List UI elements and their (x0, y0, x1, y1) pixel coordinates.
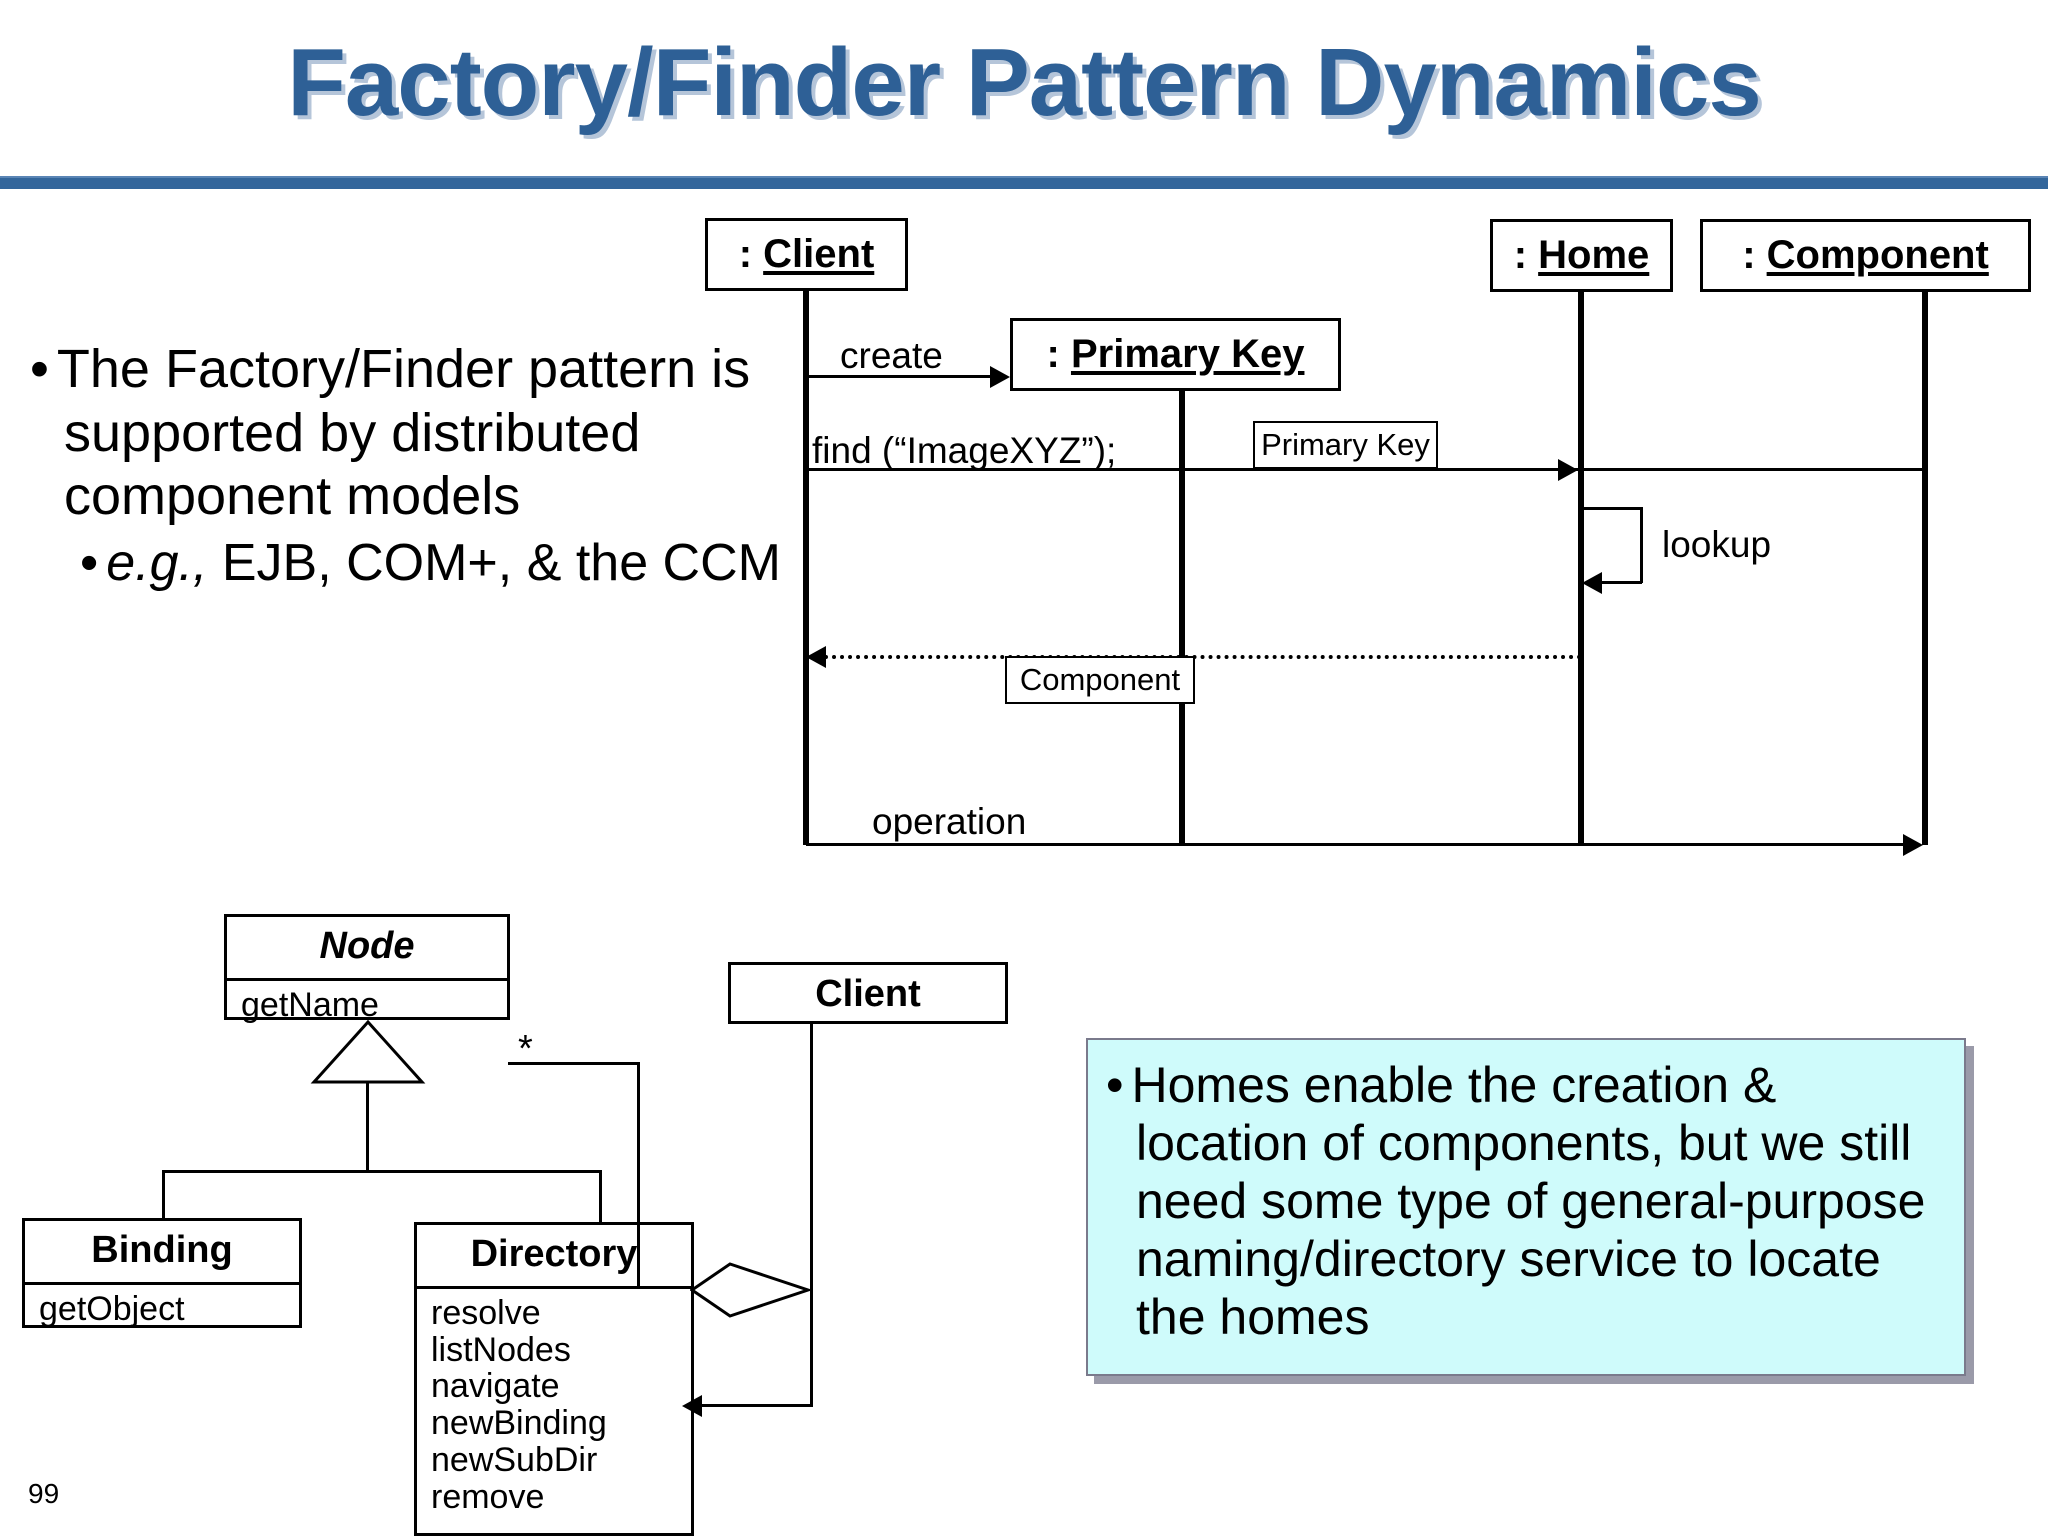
page-number: 99 (28, 1478, 60, 1509)
seq-message-operation-label: operation (872, 801, 1027, 842)
seq-message-create-arrowhead (990, 366, 1010, 388)
seq-return-component-box: Component (1005, 656, 1195, 704)
class-node-title: Node (319, 925, 415, 967)
seq-message-find-label: find (“ImageXYZ”); (812, 430, 1117, 471)
callout-note-text: Homes enable the creation & location of … (1104, 1056, 1946, 1346)
seq-message-lookup-label: lookup (1662, 524, 1772, 565)
generalization-triangle (310, 1020, 426, 1084)
seq-lookup-top (1581, 507, 1643, 510)
bullet-list: The Factory/Finder pattern is supported … (30, 338, 790, 595)
seq-participant-component: : Component (1700, 219, 2031, 292)
seq-participant-component-label: : Component (1742, 233, 1989, 277)
class-directory-op-0: resolve (431, 1294, 541, 1332)
generalization-stem (366, 1082, 369, 1172)
aggregation-down-segment (637, 1062, 640, 1286)
lifeline-component (1922, 292, 1928, 845)
seq-message-create-label: create (840, 335, 943, 376)
seq-lookup-bottom (1602, 581, 1642, 584)
bullet-sub: e.g., EJB, COM+, & the CCM (30, 533, 790, 594)
generalization-crossbar (162, 1170, 602, 1173)
seq-participant-home-label: : Home (1513, 233, 1650, 277)
class-directory-op-1: listNodes (431, 1330, 571, 1369)
seq-participant-primary-key: : Primary Key (1010, 318, 1341, 391)
aggregation-diamond (690, 1262, 813, 1318)
seq-participant-home: : Home (1490, 219, 1673, 292)
class-directory-op-2: navigate (431, 1367, 560, 1406)
seq-participant-primary-key-label: : Primary Key (1046, 332, 1305, 376)
class-binding-title: Binding (91, 1229, 233, 1271)
seq-return-arrowhead (806, 646, 826, 668)
seq-message-create-line (806, 375, 990, 378)
class-client-title: Client (815, 973, 921, 1015)
class-directory-op-4: newSubDir (431, 1440, 598, 1479)
class-binding-op-0: getObject (39, 1290, 185, 1328)
class-box-binding: Binding getObject (22, 1218, 302, 1328)
class-box-client: Client (728, 962, 1008, 1024)
bullet-main: The Factory/Finder pattern is supported … (30, 338, 790, 529)
title-divider (0, 176, 2048, 189)
lifeline-primary-key (1179, 391, 1185, 845)
generalization-leg-directory (599, 1170, 602, 1224)
aggregation-multiplicity: * (518, 1028, 533, 1070)
class-directory-op-5: remove (431, 1477, 545, 1516)
seq-message-operation-arrowhead (1903, 834, 1923, 856)
class-directory-divider (417, 1286, 691, 1289)
page-title: Factory/Finder Pattern Dynamics (287, 29, 1761, 136)
client-association-down (810, 1024, 813, 1407)
callout-note: Homes enable the creation & location of … (1086, 1038, 1966, 1376)
lifeline-home (1578, 292, 1584, 845)
lifeline-client (803, 291, 809, 845)
client-association-arrowhead (682, 1395, 702, 1417)
class-directory-title: Directory (470, 1233, 638, 1275)
class-binding-divider (25, 1282, 299, 1285)
seq-message-operation-line (806, 843, 1916, 846)
seq-lookup-arrowhead (1582, 572, 1602, 594)
bullet-sub-lead: e.g., (106, 534, 208, 593)
class-node-divider (227, 978, 507, 981)
class-binding-operations: getObject (25, 1285, 299, 1334)
class-node-operations: getName (227, 981, 507, 1030)
generalization-leg-binding (162, 1170, 165, 1220)
bullet-sub-rest: EJB, COM+, & the CCM (207, 534, 781, 593)
seq-parameter-primary-key: Primary Key (1253, 421, 1438, 469)
seq-lookup-side (1640, 507, 1643, 583)
class-directory-operations: resolve listNodes navigate newBinding ne… (417, 1289, 691, 1521)
class-box-directory: Directory resolve listNodes navigate new… (414, 1222, 694, 1536)
aggregation-top-segment (508, 1062, 640, 1065)
seq-return-line (824, 655, 1582, 659)
seq-message-find-arrowhead (1558, 459, 1578, 481)
seq-participant-client: : Client (705, 218, 908, 291)
client-association-into-directory (700, 1404, 812, 1407)
seq-participant-client-label: : Client (738, 232, 875, 276)
class-directory-op-3: newBinding (431, 1404, 607, 1443)
seq-message-find-line (806, 468, 1923, 471)
class-box-node: Node getName (224, 914, 510, 1023)
class-node-op-0: getName (241, 986, 379, 1024)
